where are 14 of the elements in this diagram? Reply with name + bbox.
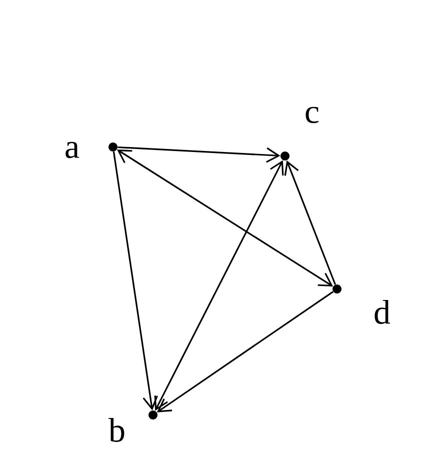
arrow [118,146,280,163]
arrow [156,291,334,412]
vertex-dot [108,142,118,152]
arrow [284,160,336,285]
vertex-dot [332,284,342,294]
vertex-label: d [374,300,390,324]
arrow [112,152,158,410]
vertex-label: a [66,142,80,158]
vertex-dot [148,410,158,420]
vertex-label: b [108,418,124,442]
vertex-label: c [306,106,318,124]
arrow [116,150,334,286]
vertex-dot [280,152,290,160]
arrow [154,160,284,411]
